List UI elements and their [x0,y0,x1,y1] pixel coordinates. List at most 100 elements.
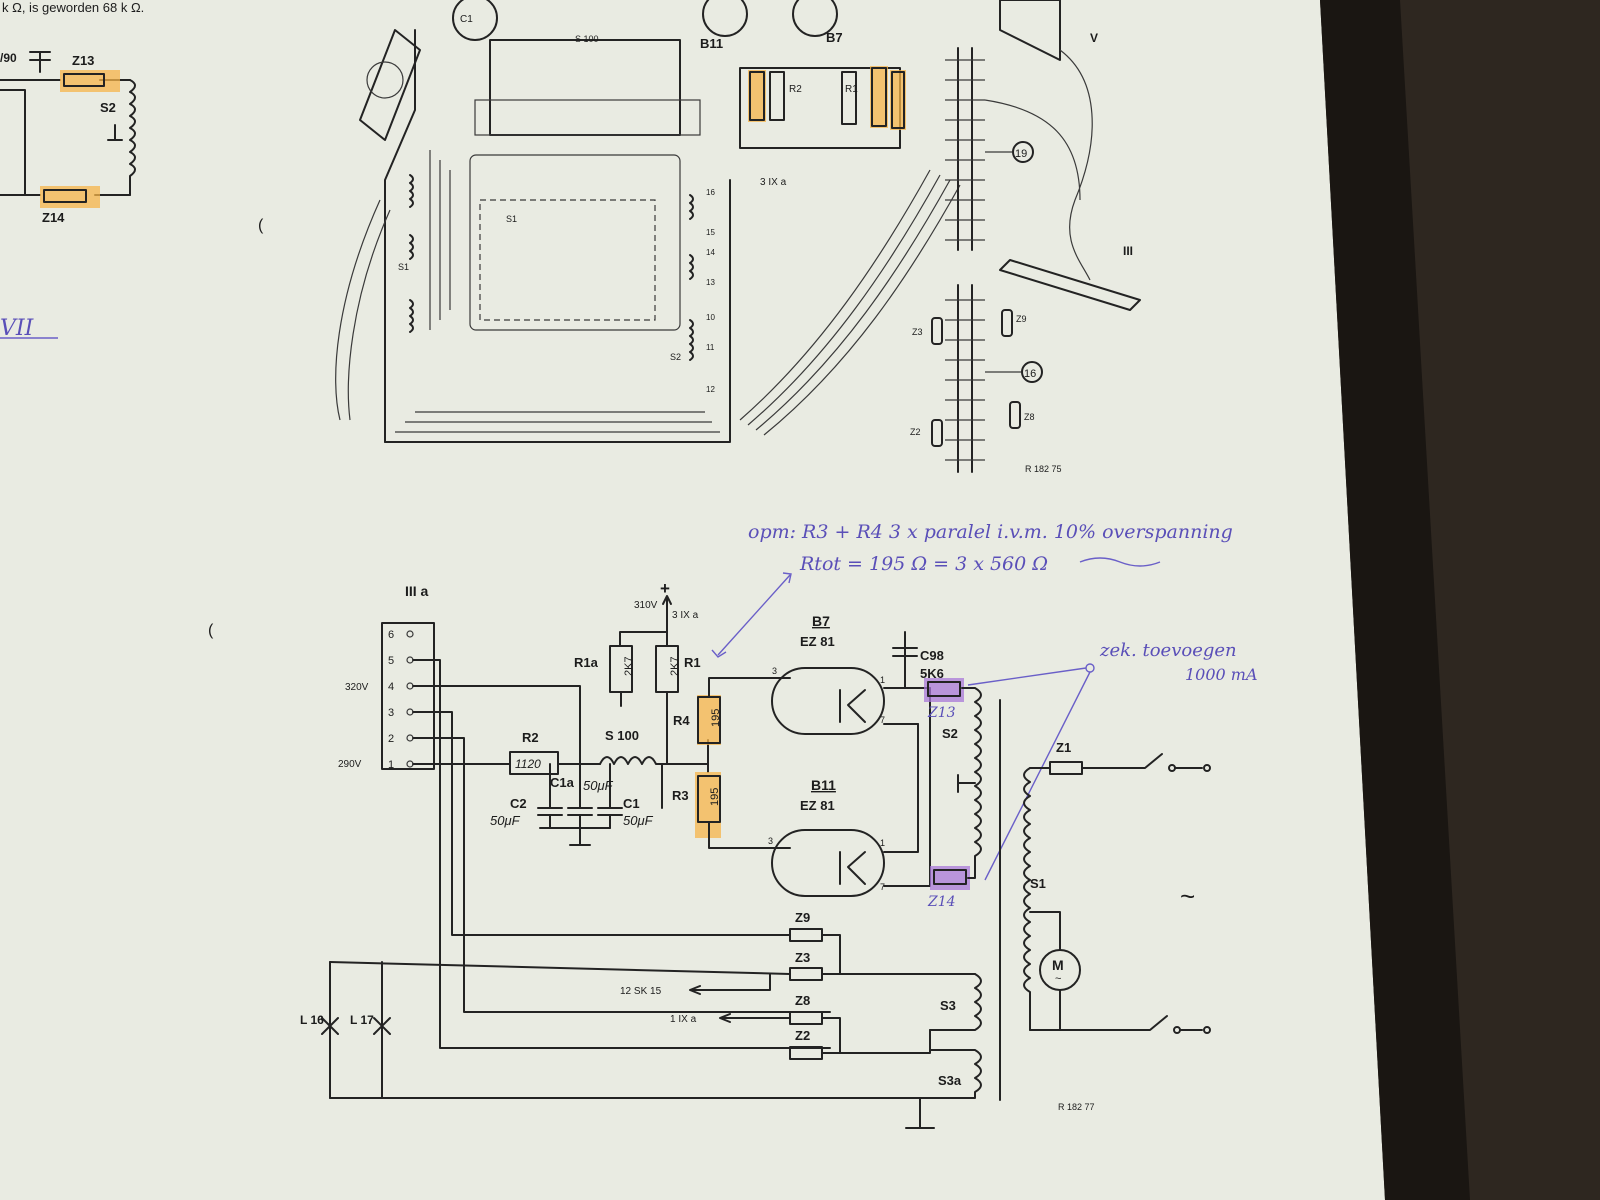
svg-text:2K7: 2K7 [623,656,635,676]
binder-edge [1320,0,1470,1200]
annotation-line-1: opm: R3 + R4 3 x paralel i.v.m. 10% over… [748,521,1233,543]
arrow-1ixa [719,1013,791,1023]
svg-text:C1: C1 [623,796,640,811]
wiring-b11-label: B11 [700,36,723,51]
wire-320v [412,685,581,801]
schematic-ref: R 182 77 [1058,1102,1095,1112]
svg-text:19: 19 [1015,148,1027,160]
left-z13-label: Z13 [72,53,94,68]
voltage-290: 290V [338,759,362,770]
terminal-strip-upper [957,47,973,251]
capacitor-c1 [597,763,663,816]
wire-s3-top [329,961,976,975]
svg-text:3: 3 [768,836,773,846]
svg-text:14: 14 [706,248,715,257]
svg-text:III: III [1123,244,1133,258]
svg-text:Z9: Z9 [1016,314,1027,324]
left-s2-label: S2 [100,100,116,115]
svg-text:L 16: L 16 [300,1013,324,1027]
left-voltage-label: /90 [0,51,17,65]
chassis-left-edge [384,29,416,443]
wiring-fuse-z8 [1009,401,1021,429]
svg-text:C2: C2 [510,796,527,811]
tube-b11 [771,829,885,897]
winding-s3 [929,973,982,1031]
fuse-z14 [933,869,967,885]
winding-s3a [329,1049,982,1099]
wiring-r4-highlight [870,66,888,128]
svg-text:S2: S2 [942,726,958,741]
svg-text:16: 16 [1024,368,1036,380]
wire-pin2 [412,737,831,1013]
ref-1ixa: 1 IX a [670,1014,697,1025]
wiring-r3-highlight [748,70,766,122]
svg-text:1: 1 [880,675,885,685]
power-supply-schematic: III a 6 5 4 3 2 1 320V 290V 1120 R2 [300,579,1211,1129]
component-v [999,0,1061,61]
svg-text:Z3: Z3 [912,327,923,337]
supply-arrow-310v [662,595,672,633]
svg-text:Z1: Z1 [1056,740,1071,755]
svg-text:15: 15 [706,228,715,237]
left-s2-coil [129,79,136,196]
wiring-s100-label: S 100 [575,34,599,44]
left-fragment: /90 Z13 S2 Z14 VII ( ( [0,51,264,639]
svg-text:S2: S2 [670,352,681,362]
wiring-diagram: S 100 C1 B11 B7 R2 R1 3 IX a S1 S1 S2 16 [335,0,1141,474]
svg-text:R2: R2 [789,84,802,95]
tube-b7-type: EZ 81 [800,634,835,649]
svg-text:L 17: L 17 [350,1013,374,1027]
svg-text:10: 10 [706,313,715,322]
socket-c1 [452,0,498,41]
socket-b7 [792,0,838,37]
handwritten-annotation: opm: R3 + R4 3 x paralel i.v.m. 10% over… [711,521,1258,881]
left-z14-label: Z14 [42,210,65,225]
wiring-fuse-z9 [1001,309,1013,337]
callout-16 [1021,361,1043,383]
fuse-z13 [927,681,961,697]
svg-text:(: ( [258,217,264,234]
svg-text:S3a: S3a [938,1073,962,1088]
wiring-ref: R 182 75 [1025,464,1062,474]
wiring-3ixa-ref: 3 IX a [760,177,787,188]
connector-iiia [381,622,435,770]
svg-text:3: 3 [772,666,777,676]
tube-b11-type: EZ 81 [800,798,835,813]
ground-symbol [905,1097,935,1129]
svg-text:Z2: Z2 [795,1028,810,1043]
svg-text:13: 13 [706,278,715,287]
left-z13-fuse [63,73,105,87]
svg-text:R3: R3 [672,788,689,803]
svg-text:~: ~ [1055,973,1061,985]
svg-text:4: 4 [388,681,394,693]
switch-plate [999,259,1141,311]
svg-text:(: ( [208,622,214,639]
tube-b7 [771,667,885,735]
svg-text:7: 7 [880,882,885,892]
tube-b11-label: B11 [811,777,836,793]
svg-text:16: 16 [706,188,715,197]
fuse-note-2: 1000 mA [1185,665,1258,684]
svg-text:6: 6 [388,629,394,641]
svg-text:1: 1 [388,759,394,771]
svg-text:50μF: 50μF [623,813,654,828]
winding-s1 [1023,767,1039,1031]
ac-symbol: ~ [1180,881,1195,911]
capacitor-c98 [892,631,918,689]
svg-text:195: 195 [709,788,721,806]
svg-text:R4: R4 [673,713,690,728]
voltage-310: 310V [634,600,658,611]
wiring-fuse-z3 [931,317,943,345]
svg-text:1120: 1120 [515,757,541,771]
svg-text:Z9: Z9 [795,910,810,925]
svg-text:Z8: Z8 [795,993,810,1008]
svg-text:50μF: 50μF [490,813,521,828]
svg-text:S3: S3 [940,998,956,1013]
svg-text:12: 12 [706,385,715,394]
r4-highlight [697,695,721,745]
svg-text:S1: S1 [506,214,517,224]
svg-text:1: 1 [880,838,885,848]
svg-text:R1: R1 [684,655,701,670]
svg-text:S1: S1 [398,262,409,272]
